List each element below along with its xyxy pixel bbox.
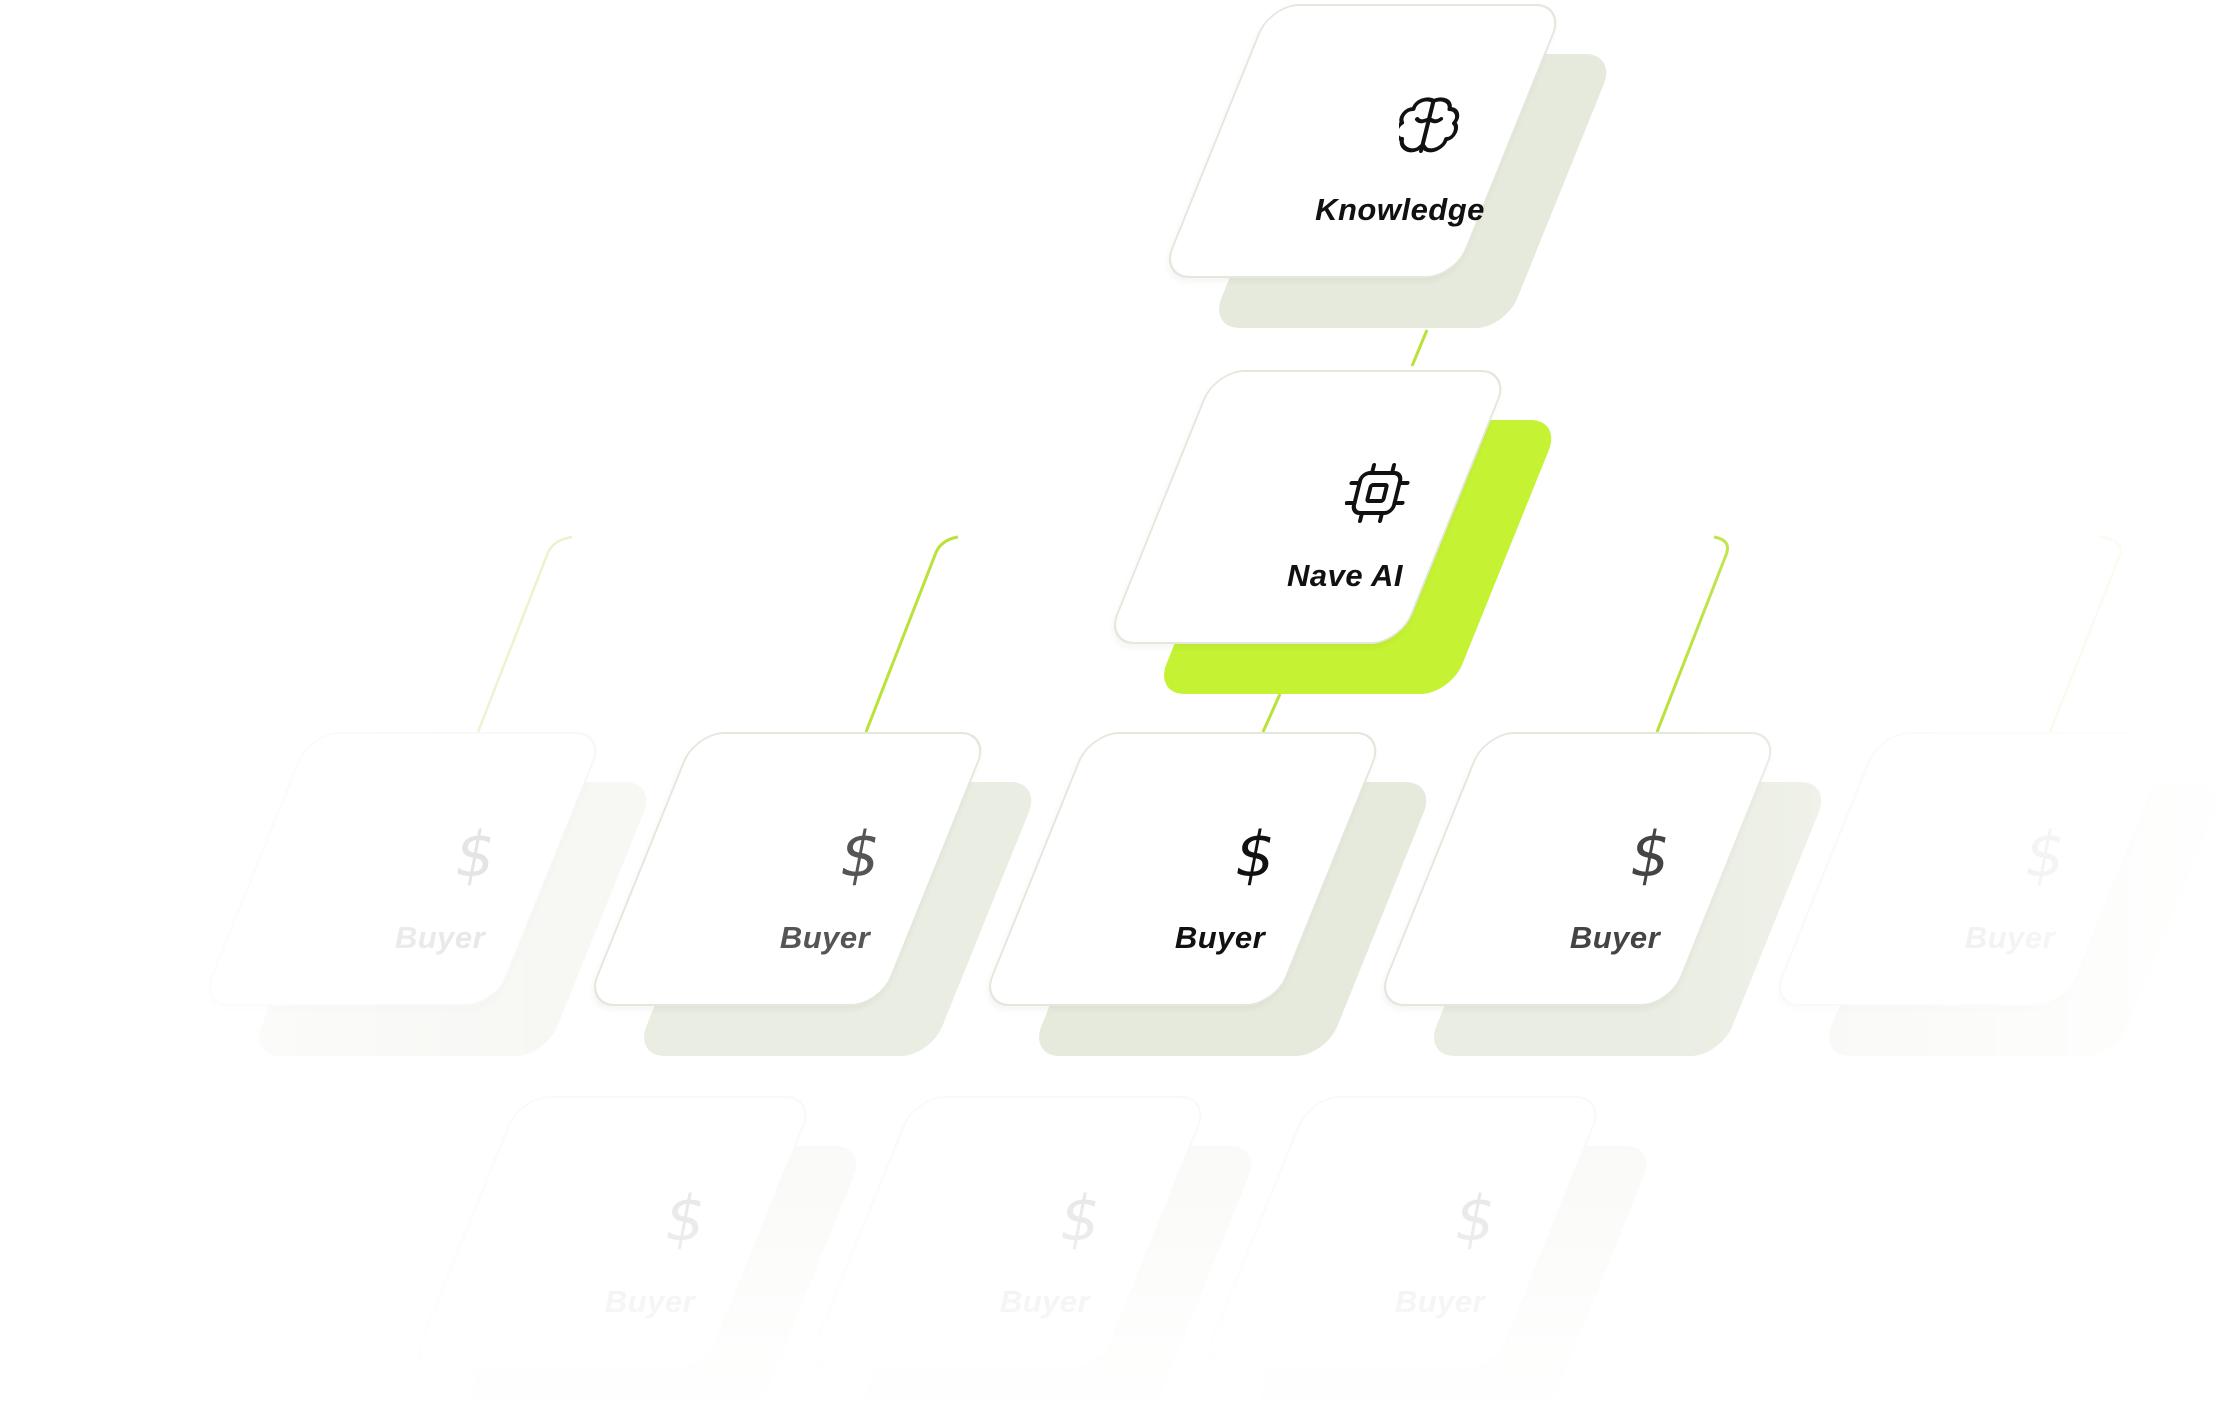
buyer-label: Buyer — [604, 1284, 696, 1319]
dollar-icon: $ — [1235, 818, 1275, 891]
connector-drop-right — [1655, 535, 1729, 733]
connector-drop-far-left — [476, 535, 573, 733]
dollar-icon: $ — [1060, 1182, 1100, 1255]
dollar-icon: $ — [2025, 818, 2065, 891]
brain-icon — [1396, 88, 1474, 166]
buyer-card[interactable]: $ Buyer — [804, 1096, 1261, 1420]
dollar-icon: $ — [455, 818, 495, 891]
knowledge-card[interactable]: Knowledge — [1159, 4, 1616, 328]
buyer-card[interactable]: $ Buyer — [584, 732, 1041, 1056]
dollar-icon: $ — [840, 818, 880, 891]
nave-ai-card[interactable]: Nave AI — [1104, 370, 1561, 694]
buyer-label: Buyer — [1569, 920, 1661, 955]
connector-drop-center — [1261, 693, 1282, 733]
connector-knowledge-nave — [1410, 329, 1429, 367]
connector-drop-left — [864, 535, 959, 733]
buyer-label: Buyer — [779, 920, 871, 955]
buyer-label: Buyer — [1394, 1284, 1486, 1319]
buyer-label: Buyer — [1964, 920, 2056, 955]
dollar-icon: $ — [1630, 818, 1670, 891]
buyer-label: Buyer — [394, 920, 486, 955]
buyer-card[interactable]: $ Buyer — [979, 732, 1436, 1056]
buyer-card[interactable]: $ Buyer — [1199, 1096, 1656, 1420]
buyer-label: Buyer — [999, 1284, 1091, 1319]
dollar-icon: $ — [665, 1182, 705, 1255]
dollar-icon: $ — [1455, 1182, 1495, 1255]
connector-drop-far-right — [2048, 535, 2123, 733]
buyer-card[interactable]: $ Buyer — [1374, 732, 1831, 1056]
knowledge-label: Knowledge — [1315, 192, 1485, 227]
chip-icon — [1341, 454, 1419, 532]
buyer-card[interactable]: $ Buyer — [1769, 732, 2224, 1056]
nave-ai-label: Nave AI — [1286, 558, 1404, 593]
buyer-card[interactable]: $ Buyer — [409, 1096, 866, 1420]
buyer-card[interactable]: $ Buyer — [199, 732, 656, 1056]
buyer-label: Buyer — [1174, 920, 1266, 955]
